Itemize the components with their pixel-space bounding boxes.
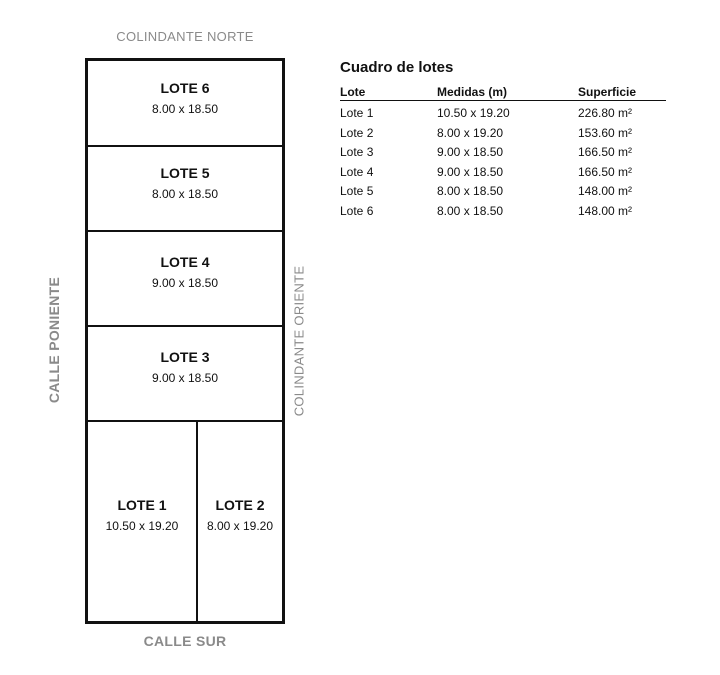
lots-table: Lote Medidas (m) Superficie Lote 1 10.50… xyxy=(340,85,666,221)
cell-superficie: 153.60 m² xyxy=(578,125,633,140)
cell-superficie: 166.50 m² xyxy=(578,164,633,179)
table-row: Lote 5 8.00 x 18.50 148.00 m² xyxy=(340,182,666,202)
header-lote: Lote xyxy=(340,85,437,101)
lot-plan: LOTE 6 8.00 x 18.50 LOTE 5 8.00 x 18.50 … xyxy=(85,58,285,624)
cell-lote: Lote 6 xyxy=(340,203,374,218)
lot-divider xyxy=(88,230,282,232)
lot-6-name: LOTE 6 xyxy=(160,80,210,96)
cell-medidas: 9.00 x 18.50 xyxy=(437,164,504,179)
table-header-row: Lote Medidas (m) Superficie xyxy=(340,85,666,101)
lot-divider-vertical xyxy=(196,422,198,621)
lot-2: LOTE 2 8.00 x 19.20 xyxy=(198,422,282,621)
lot-4-dimensions: 9.00 x 18.50 xyxy=(151,276,219,290)
lot-4: LOTE 4 9.00 x 18.50 xyxy=(88,232,282,325)
cell-medidas: 8.00 x 19.20 xyxy=(437,125,504,140)
cell-superficie: 148.00 m² xyxy=(578,184,633,198)
cell-medidas: 10.50 x 19.20 xyxy=(437,106,510,120)
cell-medidas: 8.00 x 18.50 xyxy=(437,203,504,218)
lot-2-dimensions: 8.00 x 19.20 xyxy=(206,519,274,533)
cell-lote: Lote 4 xyxy=(340,164,374,179)
west-street-label: CALLE PONIENTE xyxy=(46,276,62,404)
lot-divider xyxy=(88,420,282,422)
lot-divider xyxy=(88,325,282,327)
cell-superficie: 148.00 m² xyxy=(578,203,633,218)
east-boundary-label: COLINDANTE ORIENTE xyxy=(291,265,307,417)
lot-3-dimensions: 9.00 x 18.50 xyxy=(151,371,219,385)
lot-3-name: LOTE 3 xyxy=(160,349,210,365)
lot-4-name: LOTE 4 xyxy=(160,254,210,270)
table-row: Lote 2 8.00 x 19.20 153.60 m² xyxy=(340,124,666,144)
north-boundary-label: COLINDANTE NORTE xyxy=(116,29,254,44)
table-row: Lote 3 9.00 x 18.50 166.50 m² xyxy=(340,143,666,163)
header-superficie: Superficie xyxy=(578,85,666,101)
lot-1: LOTE 1 10.50 x 19.20 xyxy=(88,422,196,621)
lot-divider xyxy=(88,145,282,147)
table-row: Lote 4 9.00 x 18.50 166.50 m² xyxy=(340,163,666,183)
lot-6-dimensions: 8.00 x 18.50 xyxy=(151,102,219,116)
lot-5-dimensions: 8.00 x 18.50 xyxy=(151,187,219,201)
lots-table-section: Cuadro de lotes Lote Medidas (m) Superfi… xyxy=(340,59,666,221)
lot-3: LOTE 3 9.00 x 18.50 xyxy=(88,327,282,420)
cell-lote: Lote 1 xyxy=(340,106,374,120)
header-medidas: Medidas (m) xyxy=(437,85,578,101)
south-street-label: CALLE SUR xyxy=(143,633,227,649)
cell-medidas: 8.00 x 18.50 xyxy=(437,184,504,198)
cell-medidas: 9.00 x 18.50 xyxy=(437,145,504,159)
table-row: Lote 1 10.50 x 19.20 226.80 m² xyxy=(340,101,666,124)
cell-lote: Lote 3 xyxy=(340,145,374,159)
lot-5: LOTE 5 8.00 x 18.50 xyxy=(88,147,282,230)
cell-superficie: 166.50 m² xyxy=(578,145,633,159)
table-row: Lote 6 8.00 x 18.50 148.00 m² xyxy=(340,202,666,222)
lot-1-dimensions: 10.50 x 19.20 xyxy=(105,519,179,533)
lot-2-name: LOTE 2 xyxy=(215,497,265,513)
lot-6: LOTE 6 8.00 x 18.50 xyxy=(88,61,282,145)
lot-5-name: LOTE 5 xyxy=(160,165,210,181)
cell-lote: Lote 5 xyxy=(340,184,374,198)
cell-lote: Lote 2 xyxy=(340,125,374,140)
lot-1-name: LOTE 1 xyxy=(117,497,167,513)
cell-superficie: 226.80 m² xyxy=(578,106,633,120)
table-title: Cuadro de lotes xyxy=(340,59,454,76)
